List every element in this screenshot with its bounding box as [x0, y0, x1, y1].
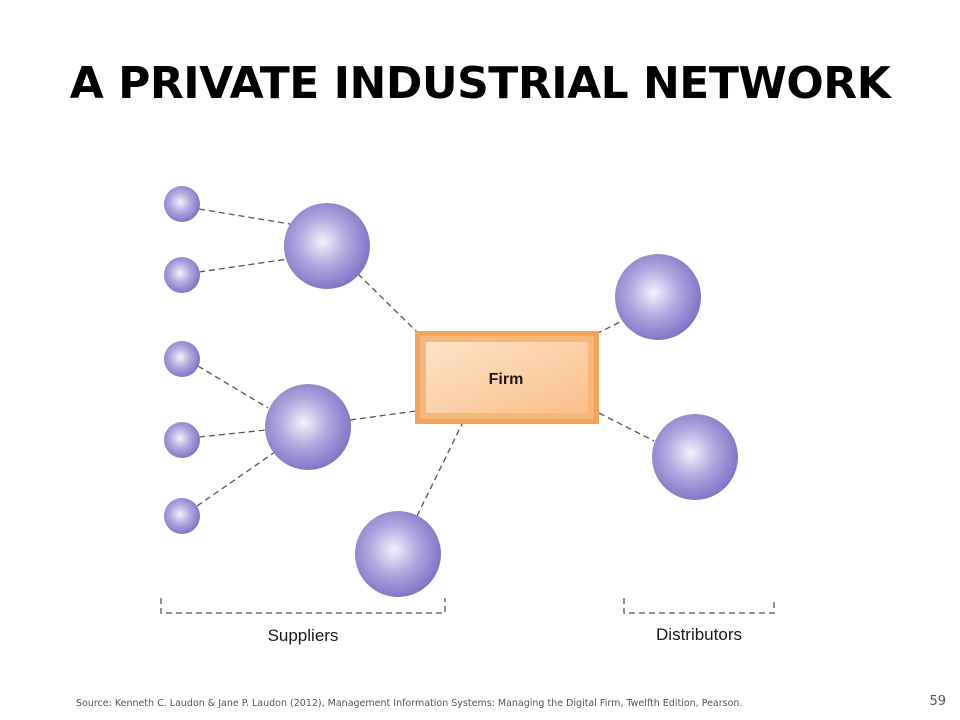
- supplier-nodes-small: [164, 186, 200, 534]
- connector-line: [198, 258, 289, 273]
- distributor-nodes: [615, 254, 738, 500]
- connector-line: [196, 451, 276, 507]
- distributor-node: [615, 254, 701, 340]
- source-citation: Source: Kenneth C. Laudon & Jane P. Laud…: [76, 698, 743, 709]
- connector-line: [598, 412, 655, 442]
- small-supplier-node: [164, 422, 200, 458]
- distributors-bracket: [623, 598, 775, 614]
- small-supplier-node: [164, 186, 200, 222]
- firm-label: Firm: [489, 371, 524, 388]
- supplier-node: [284, 203, 370, 289]
- suppliers-label: Suppliers: [268, 626, 339, 645]
- suppliers-bracket: [160, 598, 446, 614]
- distributor-node: [652, 414, 738, 500]
- connector-line: [197, 365, 269, 409]
- supplier-node: [355, 511, 441, 597]
- connector-line: [416, 421, 464, 517]
- connector-line: [198, 429, 267, 438]
- supplier-node: [265, 384, 351, 470]
- connectors: [196, 208, 655, 517]
- small-supplier-node: [164, 498, 200, 534]
- distributors-label: Distributors: [656, 625, 742, 644]
- connector-line: [595, 319, 625, 335]
- slide-title: A PRIVATE INDUSTRIAL NETWORK: [69, 58, 891, 109]
- page-number: 59: [929, 694, 946, 709]
- connector-line: [198, 208, 291, 225]
- firm-box: Firm: [415, 331, 599, 424]
- connector-line: [349, 410, 417, 421]
- supplier-nodes-large: [265, 203, 441, 597]
- small-supplier-node: [164, 257, 200, 293]
- connector-line: [357, 273, 419, 334]
- small-supplier-node: [164, 341, 200, 377]
